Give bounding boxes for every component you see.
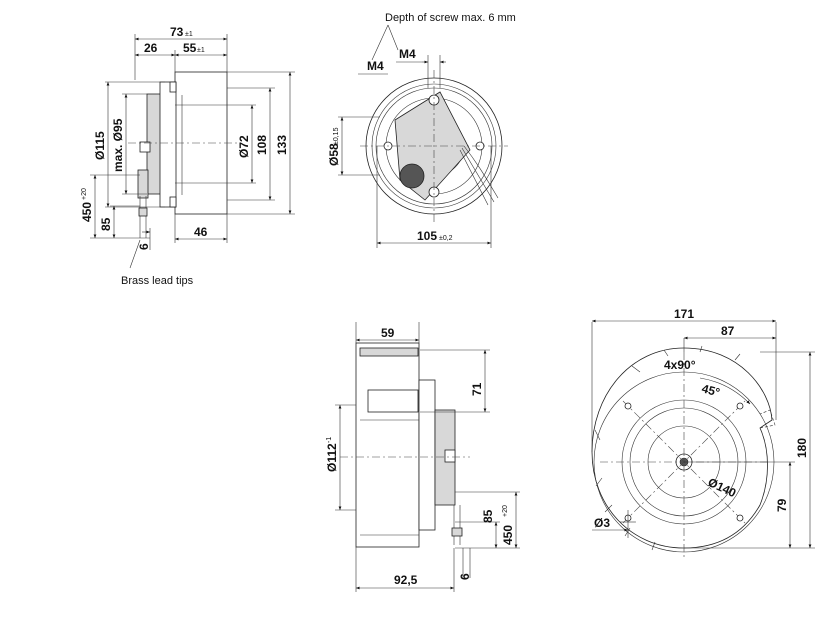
front-view-bottom: 171 87 4x90° 45° Ø140 180 79 Ø3 bbox=[591, 307, 815, 560]
label-m4-right: M4 bbox=[399, 47, 416, 61]
dim-6-bottom: 6 bbox=[458, 573, 472, 580]
motor-body bbox=[418, 379, 436, 531]
dim-108: 108 bbox=[255, 135, 269, 155]
dim-87: 87 bbox=[721, 324, 735, 338]
capacitor bbox=[399, 163, 425, 189]
blower-housing bbox=[355, 342, 420, 548]
outlet-section bbox=[367, 389, 419, 413]
dim-58-tol: ±0,15 bbox=[333, 127, 340, 145]
dim-171: 171 bbox=[674, 307, 694, 321]
dim-73-tol: ±1 bbox=[185, 31, 193, 38]
dim-112-tol: -1 bbox=[326, 437, 333, 443]
dim-450-bottom: 450 bbox=[501, 525, 515, 545]
flange-plate bbox=[159, 81, 177, 208]
dim-26: 26 bbox=[144, 41, 158, 55]
dim-6-top: 6 bbox=[137, 243, 151, 250]
dim-450-bottom-tol: +20 bbox=[502, 505, 509, 517]
label-m4-left: M4 bbox=[367, 59, 384, 73]
note-brass-tips: Brass lead tips bbox=[121, 275, 194, 287]
dim-4x90: 4x90° bbox=[664, 358, 696, 372]
dim-450-tol: +20 bbox=[81, 188, 88, 200]
dim-925: 92,5 bbox=[394, 573, 418, 587]
dim-71: 71 bbox=[470, 382, 484, 396]
dim-79: 79 bbox=[775, 498, 789, 512]
dim-180: 180 bbox=[795, 438, 809, 458]
dim-73: 73 bbox=[170, 25, 184, 39]
dim-85-top: 85 bbox=[99, 217, 113, 231]
dim-46: 46 bbox=[194, 225, 208, 239]
note-screw-depth: Depth of screw max. 6 mm bbox=[385, 12, 516, 24]
dim-450: 450 bbox=[80, 202, 94, 222]
dim-115: Ø115 bbox=[93, 131, 107, 160]
scroll-housing bbox=[591, 347, 773, 549]
dim-3: Ø3 bbox=[594, 516, 610, 530]
dim-112: Ø112 bbox=[325, 443, 339, 472]
dim-55-tol: ±1 bbox=[197, 47, 205, 54]
dim-95: max. Ø95 bbox=[111, 118, 125, 172]
dim-105-tol: ±0,2 bbox=[439, 235, 453, 242]
dim-105: 105 bbox=[417, 229, 437, 243]
dim-72: Ø72 bbox=[237, 135, 251, 158]
front-view-top: Depth of screw max. 6 mm M4 M4 Ø58 ±0,15… bbox=[327, 12, 516, 248]
dim-133: 133 bbox=[275, 135, 289, 155]
dim-55: 55 bbox=[183, 41, 197, 55]
dim-85-bottom: 85 bbox=[481, 509, 495, 523]
side-view-top: 73 ±1 26 55 ±1 Ø72 108 133 Ø115 max. Ø95 bbox=[80, 25, 295, 287]
dim-58: Ø58 bbox=[327, 143, 341, 166]
side-view-bottom: 59 71 Ø112 -1 85 450 +20 6 92,5 bbox=[325, 322, 520, 592]
dim-59: 59 bbox=[381, 326, 395, 340]
dim-45: 45° bbox=[700, 381, 721, 399]
